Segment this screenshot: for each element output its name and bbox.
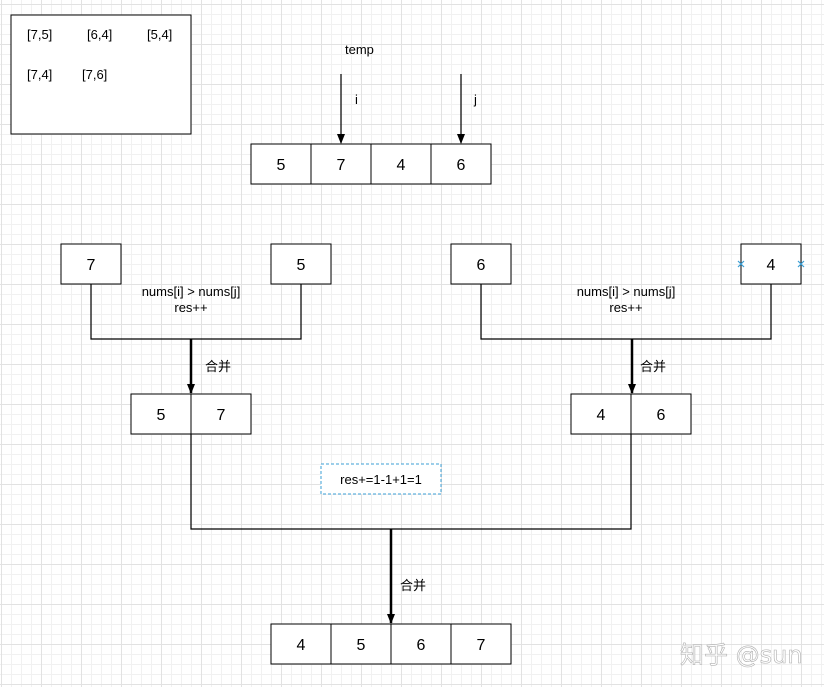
merge-label: 合并	[205, 359, 231, 374]
pair-3: [5,4]	[147, 27, 172, 42]
increment-label: res++	[174, 300, 207, 315]
result-cell	[570, 393, 632, 435]
result-cell	[630, 393, 692, 435]
condition-label: nums[i] > nums[j]	[577, 284, 676, 299]
result-value: 7	[217, 407, 226, 424]
array-cell	[310, 143, 372, 185]
selection-handle-right[interactable]	[797, 260, 805, 268]
pair-1: [7,5]	[27, 27, 52, 42]
pair-5: [7,6]	[82, 67, 107, 82]
result-cell	[390, 623, 452, 665]
left-input-value: 7	[87, 257, 96, 274]
array-value: 4	[397, 157, 406, 174]
right-input-value: 5	[297, 257, 306, 274]
right-input-box	[270, 243, 332, 285]
left-input-box	[450, 243, 512, 285]
condition-label: nums[i] > nums[j]	[142, 284, 241, 299]
pointer-j-label: j	[473, 92, 477, 107]
bottom-merge-section: res+=1-1+1=1 合并 4 5 6 7	[190, 434, 632, 665]
result-cell	[270, 623, 332, 665]
left-input-box	[60, 243, 122, 285]
result-value: 4	[597, 407, 606, 424]
array-cell	[430, 143, 492, 185]
top-array-section: temp i j 5 7 4 6	[250, 42, 492, 185]
formula-text: res+=1-1+1=1	[340, 472, 422, 487]
array-value: 7	[337, 157, 346, 174]
merge-connector	[480, 284, 772, 340]
result-cell	[190, 393, 252, 435]
result-cell	[330, 623, 392, 665]
result-value: 6	[657, 407, 666, 424]
result-cell	[450, 623, 512, 665]
pair-4: [7,4]	[27, 67, 52, 82]
right-input-value: 4	[767, 257, 776, 274]
right-merge-section: 6 4 nums[i] > nums[j] res++ 合并 4 6	[450, 243, 805, 435]
watermark: 知乎 @sun	[680, 641, 803, 669]
result-value: 5	[357, 637, 366, 654]
left-merge-section: 7 5 nums[i] > nums[j] res++ 合并 5 7	[60, 243, 332, 435]
merge-label: 合并	[640, 359, 666, 374]
array-value: 5	[277, 157, 286, 174]
pair-2: [6,4]	[87, 27, 112, 42]
result-value: 6	[417, 637, 426, 654]
left-input-value: 6	[477, 257, 486, 274]
temp-label: temp	[345, 42, 374, 57]
pointer-i-label: i	[355, 92, 358, 107]
increment-label: res++	[609, 300, 642, 315]
result-value: 4	[297, 637, 306, 654]
result-value: 5	[157, 407, 166, 424]
formula-box	[320, 463, 442, 495]
result-value: 7	[477, 637, 486, 654]
pairs-box: [7,5] [6,4] [5,4] [7,4] [7,6]	[10, 14, 192, 135]
merge-label: 合并	[400, 578, 426, 593]
merge-connector	[90, 284, 302, 340]
merge-connector	[190, 434, 632, 530]
array-cell	[370, 143, 432, 185]
selection-handle-left[interactable]	[737, 260, 745, 268]
array-value: 6	[457, 157, 466, 174]
array-cell	[250, 143, 312, 185]
